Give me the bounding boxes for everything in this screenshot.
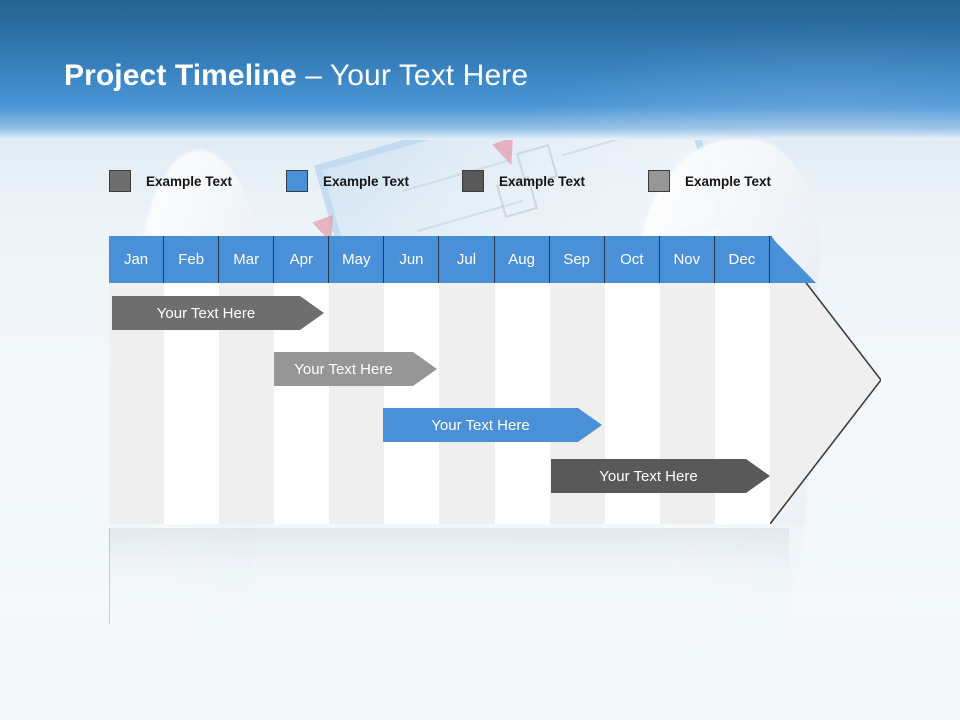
task-bar-2-label: Your Text Here bbox=[294, 360, 393, 378]
legend-label-1: Example Text bbox=[146, 173, 233, 189]
page-title-bold: Project Timeline bbox=[64, 59, 297, 92]
task-bar-1[interactable]: Your Text Here bbox=[112, 296, 324, 330]
slide-header-banner: Project Timeline – Your Text Here bbox=[0, 0, 960, 140]
month-cell-jul[interactable]: Jul bbox=[439, 236, 495, 283]
legend-swatch-lightgray-icon bbox=[648, 170, 670, 192]
grid-column-may bbox=[329, 283, 385, 524]
month-cell-dec[interactable]: Dec bbox=[714, 236, 770, 283]
legend-item-1[interactable]: Example Text bbox=[109, 168, 232, 194]
header-sheen bbox=[440, 0, 960, 140]
month-cell-aug[interactable]: Aug bbox=[494, 236, 550, 283]
legend-item-4[interactable]: Example Text bbox=[648, 168, 771, 194]
legend-item-2[interactable]: Example Text bbox=[286, 168, 409, 194]
legend-item-3[interactable]: Example Text bbox=[462, 168, 585, 194]
task-bar-2[interactable]: Your Text Here bbox=[274, 352, 437, 386]
task-bar-4-label: Your Text Here bbox=[599, 467, 698, 485]
legend-label-4: Example Text bbox=[685, 173, 772, 189]
month-cell-apr[interactable]: Apr bbox=[274, 236, 330, 283]
legend-swatch-blue-icon bbox=[286, 170, 308, 192]
month-cell-jan[interactable]: Jan bbox=[109, 236, 165, 283]
month-cell-oct[interactable]: Oct bbox=[604, 236, 660, 283]
task-bar-3-label: Your Text Here bbox=[431, 416, 530, 434]
legend-swatch-darkgray-icon bbox=[462, 170, 484, 192]
task-bar-1-label: Your Text Here bbox=[156, 304, 256, 322]
month-header-row: Jan Feb Mar Apr May Jun Jul Aug Sep Oct … bbox=[109, 236, 770, 283]
page-title-light: – Your Text Here bbox=[305, 59, 529, 92]
month-cell-sep[interactable]: Sep bbox=[549, 236, 605, 283]
legend-swatch-gray-icon bbox=[109, 170, 131, 192]
gantt-reflection bbox=[109, 528, 789, 624]
legend-label-3: Example Text bbox=[499, 173, 586, 189]
month-cell-may[interactable]: May bbox=[329, 236, 385, 283]
gantt-chart: Jan Feb Mar Apr May Jun Jul Aug Sep Oct … bbox=[109, 236, 881, 528]
grid-column-jun bbox=[384, 283, 440, 524]
task-bar-3[interactable]: Your Text Here bbox=[383, 408, 602, 442]
grid-column-jul bbox=[439, 283, 495, 524]
month-cell-nov[interactable]: Nov bbox=[659, 236, 715, 283]
page-title: Project Timeline – Your Text Here bbox=[64, 59, 528, 93]
month-cell-jun[interactable]: Jun bbox=[384, 236, 440, 283]
month-cell-feb[interactable]: Feb bbox=[164, 236, 220, 283]
month-header-arrow-tip bbox=[770, 236, 816, 283]
month-cell-mar[interactable]: Mar bbox=[219, 236, 275, 283]
legend: Example Text Example Text Example Text E… bbox=[0, 168, 960, 196]
task-bar-4[interactable]: Your Text Here bbox=[551, 459, 770, 493]
grid-column-aug bbox=[494, 283, 550, 524]
legend-label-2: Example Text bbox=[323, 173, 410, 189]
